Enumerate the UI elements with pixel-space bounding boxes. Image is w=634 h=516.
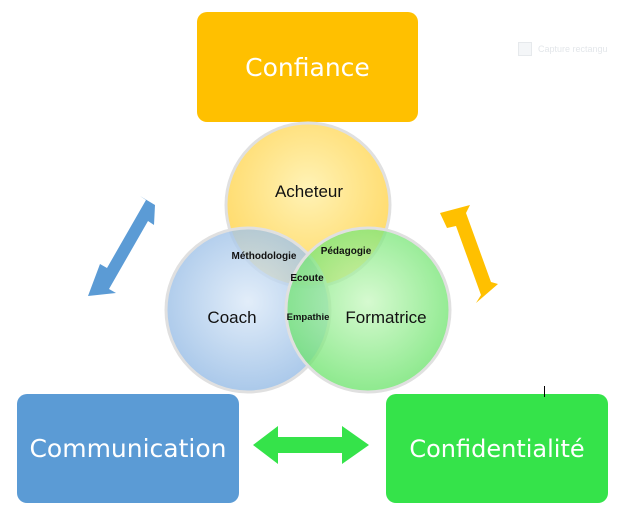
left-double-arrow [88,196,155,296]
capture-ghost-button: Capture rectangu [518,40,634,58]
confidentialite-label: Confidentialité [409,434,585,463]
confiance-label: Confiance [245,52,370,82]
communication-label: Communication [29,434,227,463]
bottom-double-arrow [253,426,369,464]
capture-ghost-label: Capture rectangu [538,44,608,54]
confidentialite-box: Confidentialité [386,394,608,503]
capture-icon [518,42,532,56]
empathie-label: Empathie [287,312,330,323]
formatrice-label: Formatrice [345,308,426,327]
pedagogie-label: Pédagogie [321,246,372,257]
right-double-arrow [440,205,498,303]
text-cursor-icon [544,386,545,397]
ecoute-label: Ecoute [290,273,324,284]
acheteur-label: Acheteur [275,182,343,201]
communication-box: Communication [17,394,239,503]
methodologie-label: Méthodologie [232,251,297,262]
coach-label: Coach [207,308,256,327]
confiance-box: Confiance [197,12,418,122]
venn-circle-formatrice [284,226,452,394]
